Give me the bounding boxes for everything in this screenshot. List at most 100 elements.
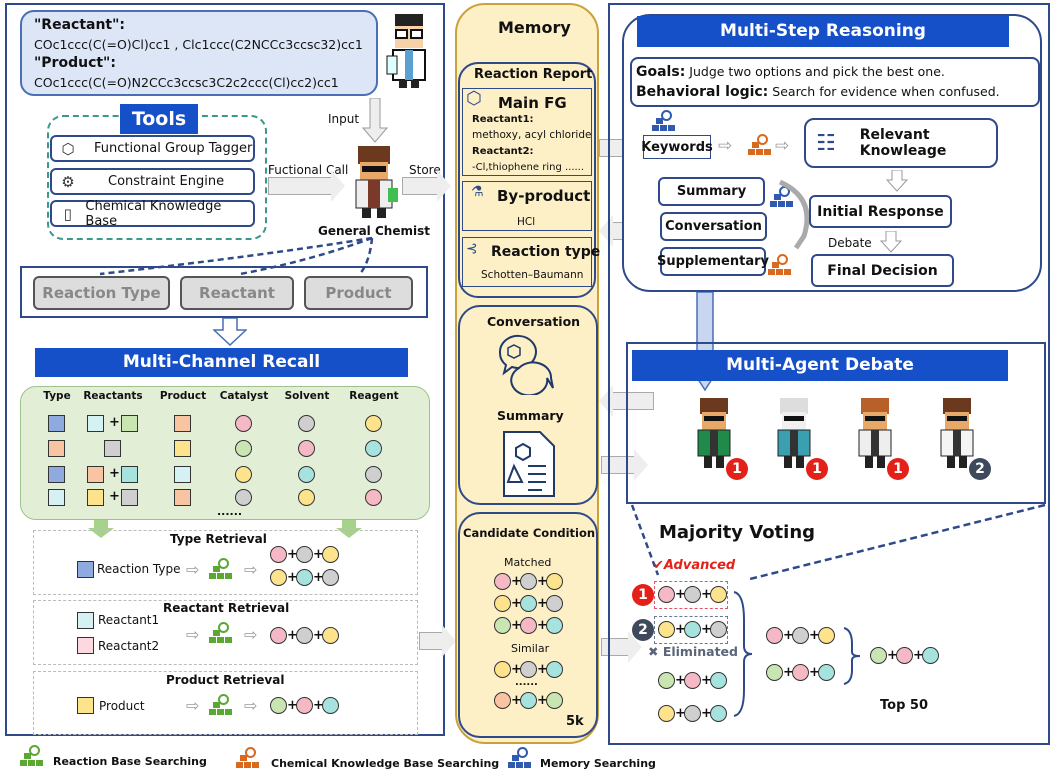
reactant1-label: Reactant1	[98, 613, 160, 627]
type-result-1: ++	[270, 546, 339, 563]
reactant-square	[121, 489, 138, 506]
solvent-circle	[298, 466, 315, 483]
plus-sign: +	[537, 574, 548, 589]
target-product[interactable]: Product	[304, 276, 413, 310]
arrow-icon: ⇨	[244, 696, 258, 715]
condition-circle	[322, 697, 339, 714]
left-panel	[5, 3, 445, 736]
reactant-square	[87, 489, 104, 506]
reaction-base-search-icon	[20, 745, 44, 767]
candidate-combo-4: ++	[658, 705, 727, 722]
gear-flask-icon: ⚙	[61, 172, 75, 191]
plus-sign: +	[809, 628, 820, 643]
condition-circle	[494, 661, 511, 678]
table-header: Type	[43, 390, 71, 402]
reagent-circle	[365, 466, 382, 483]
scientist-icon	[386, 14, 426, 88]
product-retrieval-box	[33, 671, 418, 735]
condition-circle	[684, 672, 701, 689]
condition-circle	[494, 595, 511, 612]
vote-badge-2: 2	[632, 619, 654, 641]
logic-label: Behavioral logic:	[636, 84, 769, 100]
plus-sign: +	[287, 570, 298, 585]
condition-circle	[546, 661, 563, 678]
round2-combo-2: ++	[766, 664, 835, 681]
agent-sprite	[777, 398, 811, 468]
condition-circle	[270, 569, 287, 586]
majority-voting-title: Majority Voting	[659, 522, 816, 543]
target-reactant[interactable]: Reactant	[180, 276, 294, 310]
condition-circle	[296, 569, 313, 586]
matched-row-2: ++	[494, 595, 563, 612]
debate-label: Debate	[828, 236, 872, 250]
tree-icon: ⊰	[466, 241, 478, 257]
store-label: Store	[409, 163, 441, 177]
reactant-retrieval-box	[33, 600, 418, 665]
eliminated-combo: ++	[658, 621, 727, 638]
similar-label: Similar	[511, 642, 550, 655]
plus-sign: +	[287, 547, 298, 562]
legend-memory: Memory Searching	[540, 757, 656, 770]
target-reaction-type[interactable]: Reaction Type	[33, 276, 170, 310]
plus-sign: +	[313, 570, 324, 585]
condition-circle	[546, 617, 563, 634]
vote-badge: 1	[806, 458, 828, 480]
condition-circle	[546, 573, 563, 590]
plus-sign: +	[287, 628, 298, 643]
type-square	[48, 489, 65, 506]
product-square	[174, 415, 191, 432]
general-chemist-label: General Chemist	[318, 224, 430, 238]
candidate-condition-title: Candidate Condition	[463, 526, 596, 540]
condition-circle	[658, 672, 675, 689]
plus-sign: +	[537, 662, 548, 677]
arrow-icon: ⇨	[775, 136, 790, 156]
tool-constraint-engine[interactable]: ⚙Constraint Engine	[50, 168, 255, 195]
plus-sign: +	[701, 706, 712, 721]
type-retrieval-box	[33, 530, 418, 595]
plus-sign: +	[675, 706, 686, 721]
reactant-square	[104, 440, 121, 457]
vote-badge: 1	[887, 458, 909, 480]
flask-icon: ⚗	[471, 184, 484, 200]
reactant-label: "Reactant":	[34, 17, 126, 33]
functional-call-arrow	[268, 170, 345, 202]
memory-title: Memory	[498, 18, 571, 37]
table-header: Catalyst	[219, 390, 269, 402]
candidate-count: 5k	[566, 714, 584, 729]
plus-sign: +	[511, 574, 522, 589]
plus-sign: +	[675, 587, 686, 602]
catalyst-circle	[235, 440, 252, 457]
input-box: "Reactant": COc1ccc(C(=O)Cl)cc1 , Clc1cc…	[20, 10, 378, 96]
goals-label: Goals:	[636, 64, 686, 80]
condition-circle	[520, 661, 537, 678]
reaction-type-box	[462, 237, 592, 287]
checklist-icon: ☷	[816, 130, 836, 156]
condition-circle	[296, 627, 313, 644]
reactant-result: ++	[270, 627, 339, 644]
input-label: Input	[328, 112, 360, 126]
condition-circle	[296, 546, 313, 563]
retrieval-to-memory-arrow	[419, 625, 456, 657]
table-more-dots: ......	[217, 505, 243, 518]
plus-sign: +	[701, 622, 712, 637]
advanced-label: ✔Advanced	[653, 558, 736, 573]
arrow-icon: ⇨	[718, 136, 733, 156]
tool-chemical-knowledge-base[interactable]: ▯Chemical Knowledge Base	[50, 199, 255, 229]
multi-step-reasoning-title: Multi-Step Reasoning	[637, 16, 1009, 47]
type-retrieval-input: Reaction Type	[97, 562, 181, 576]
memory-search-icon	[652, 110, 676, 132]
top-50-label: Top 50	[880, 698, 928, 713]
plus-sign: +	[287, 698, 298, 713]
curved-arrow	[778, 179, 810, 250]
product-retrieval-title: Product Retrieval	[166, 673, 285, 687]
tool-functional-group-tagger[interactable]: ⬡Functional Group Tagger	[50, 135, 255, 162]
goals-box: Goals: Judge two options and pick the be…	[630, 57, 1040, 107]
plus-sign: +	[675, 622, 686, 637]
reaction-report-box	[458, 62, 596, 298]
eliminated-label: ✖ Eliminated	[648, 644, 738, 659]
plus-sign: +	[109, 415, 120, 430]
condition-circle	[658, 621, 675, 638]
plus-sign: +	[887, 648, 898, 663]
summary-box: Summary	[658, 177, 765, 206]
reactant2-fg-label: Reactant2:	[472, 146, 534, 157]
